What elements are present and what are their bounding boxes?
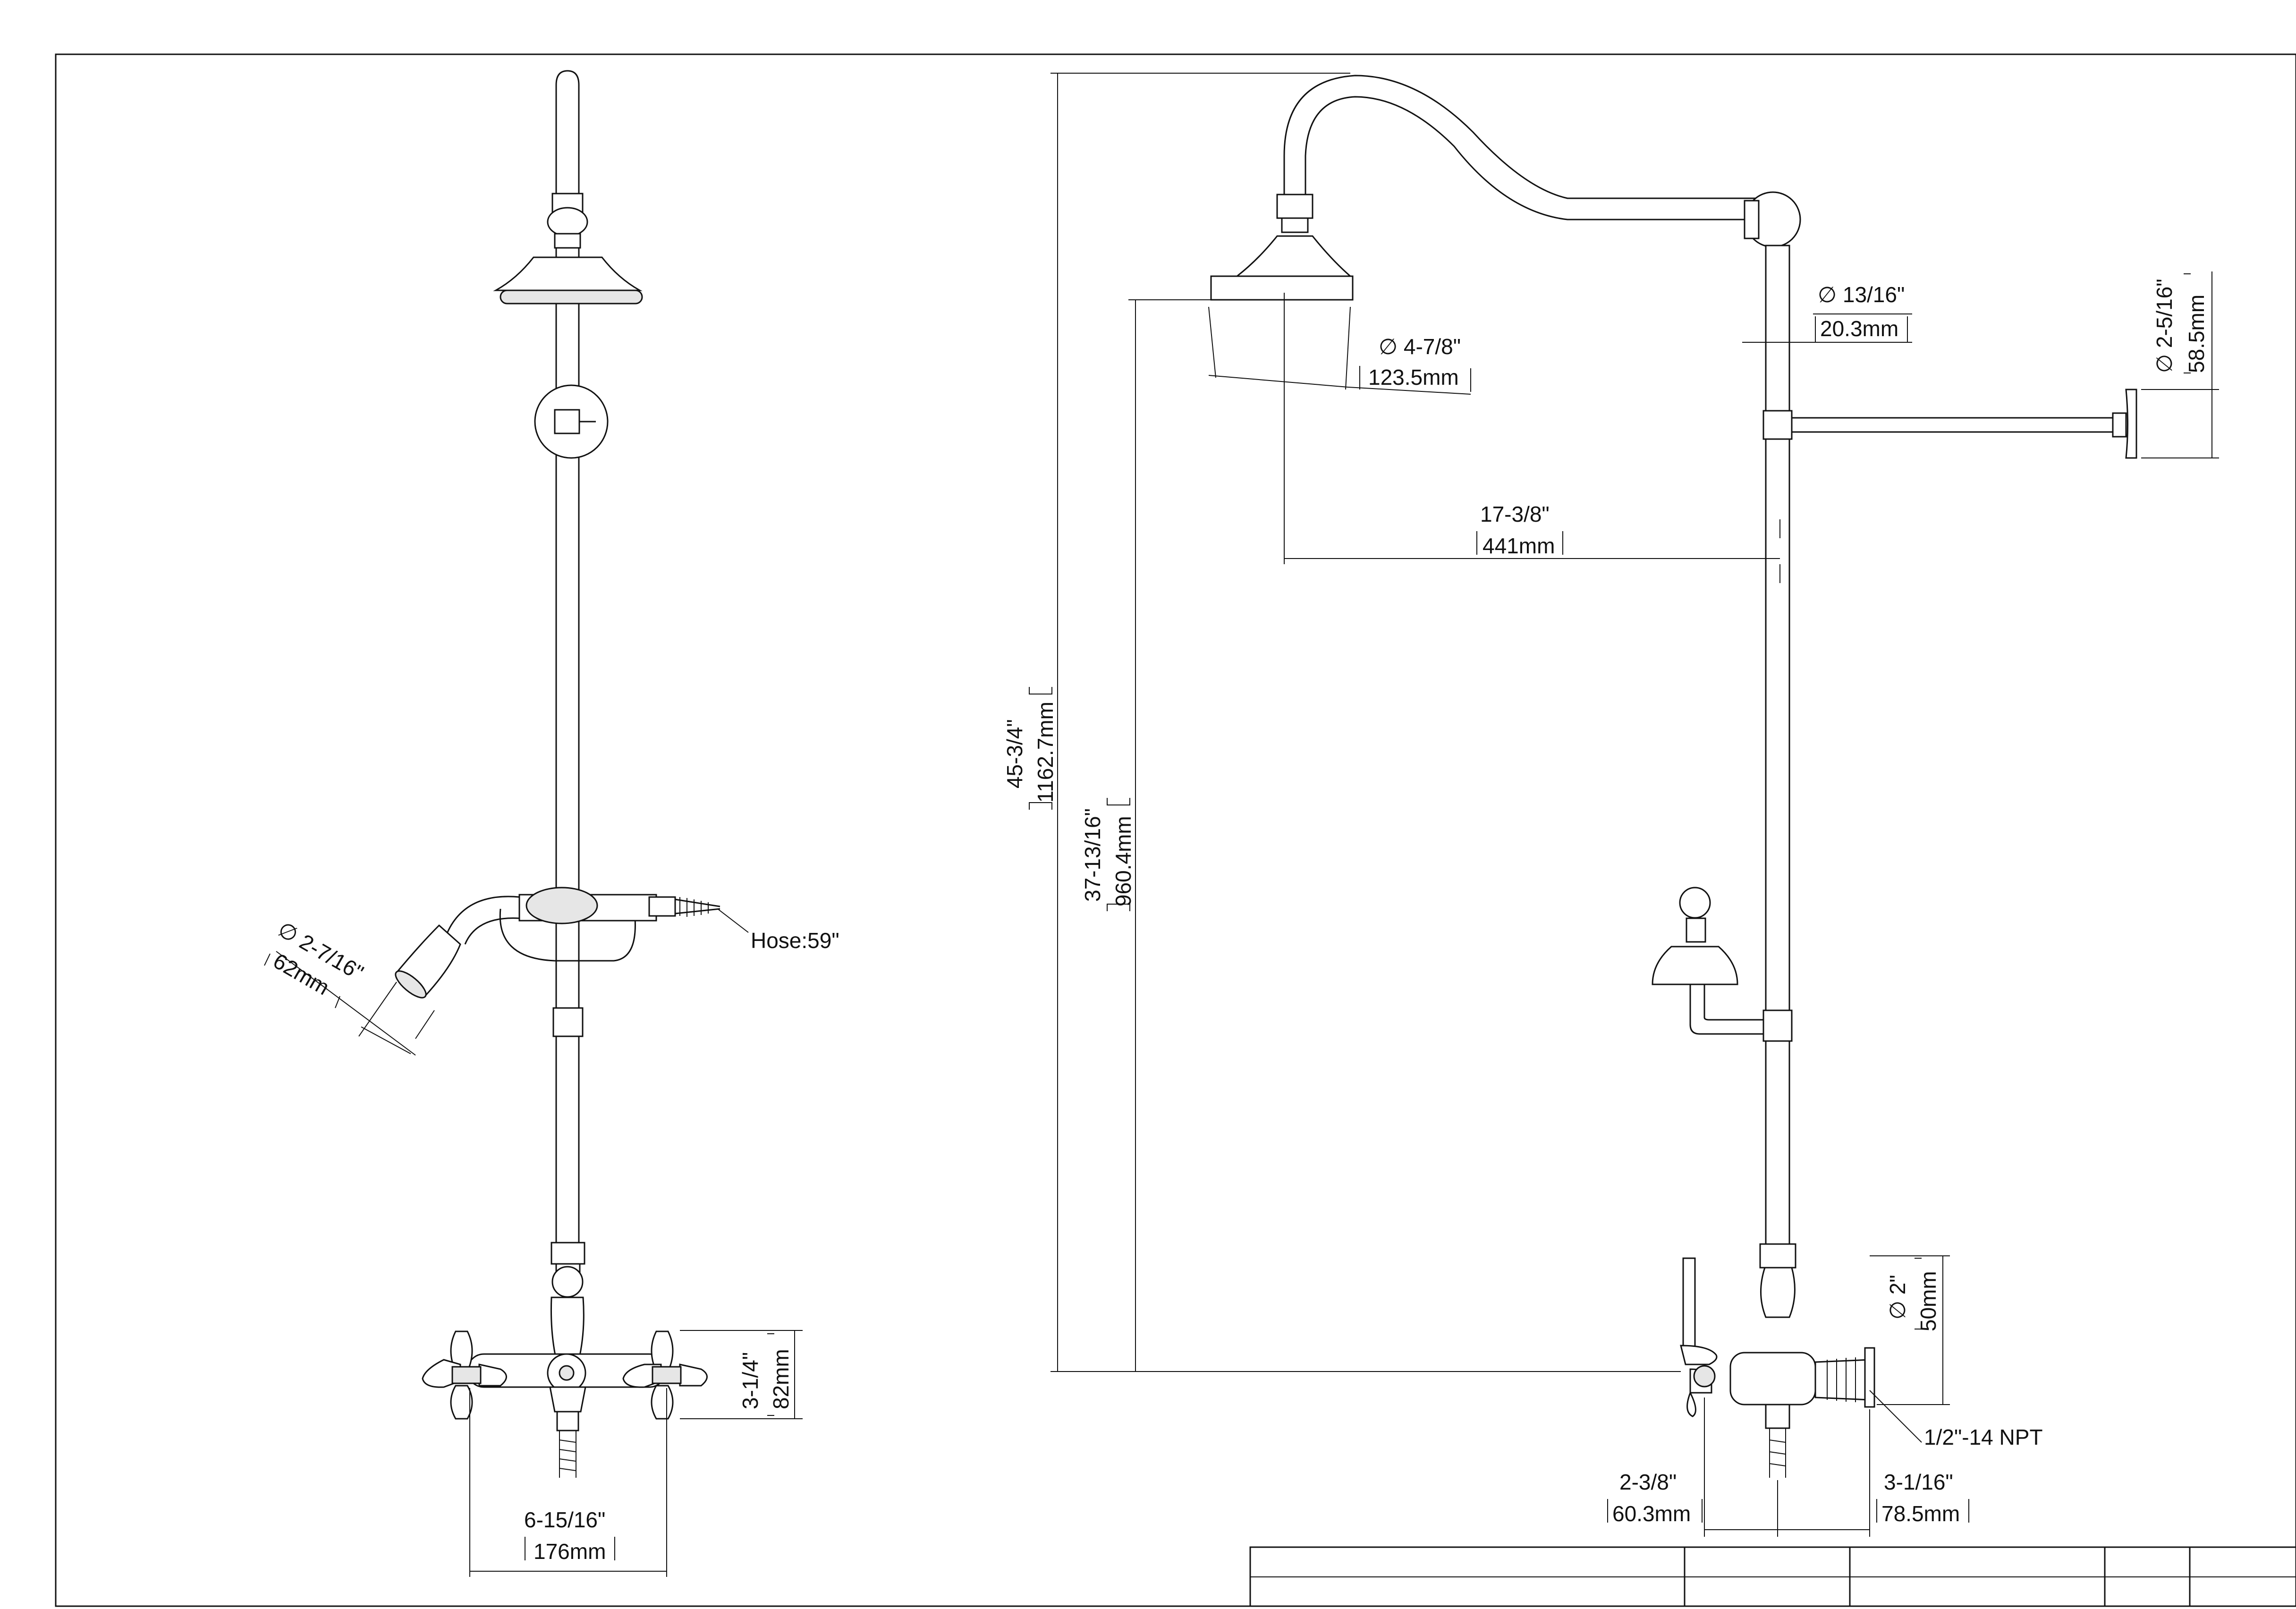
wall-flange xyxy=(2125,389,2137,459)
pipe-diameter-metric: 20.3mm xyxy=(1820,316,1898,341)
riser-pipe-side xyxy=(1765,245,1790,1247)
inlet-diameter-label: 2" xyxy=(1885,1275,1910,1295)
svg-text:∅ 2-5/16": ∅ 2-5/16" xyxy=(2152,279,2177,373)
head-height-label: 37-13/16" xyxy=(1080,808,1105,902)
showerhead-side xyxy=(1235,235,1352,277)
svg-text:∅ 13/16": ∅ 13/16" xyxy=(1818,282,1905,307)
projection-a-metric: 60.3mm xyxy=(1612,1501,1691,1526)
pipe-diameter-label: 13/16" xyxy=(1843,282,1905,307)
dimension-pipe-diameter: ∅ 13/16" 20.3mm xyxy=(1742,282,1912,343)
front-view: ∅ 2-7/16" 62mm Hose:59" 3-1/4" 82mm 6-15… xyxy=(264,70,839,1577)
handshower-handle xyxy=(525,887,598,924)
flange-diameter-metric: 58.5mm xyxy=(2184,295,2209,373)
reach-metric: 441mm xyxy=(1483,534,1555,558)
dimension-projection-a: 2-3/8" 60.3mm xyxy=(1607,1397,1778,1537)
wall-support-arm xyxy=(1762,410,1793,440)
showerhead-diameter-label: 4-7/8" xyxy=(1404,334,1461,359)
riser-pipe xyxy=(555,70,580,1247)
dimension-inlet-diameter: ∅ 2" 50mm xyxy=(1870,1255,1950,1405)
projection-b-label: 3-1/16" xyxy=(1884,1470,1953,1494)
connection-label: 1/2"-14 NPT xyxy=(1924,1425,2043,1449)
npt-callout: 1/2"-14 NPT xyxy=(1869,1390,2043,1449)
dimension-overall-height: 45-3/4" 1162.7mm xyxy=(1002,73,1681,1372)
valve-body-side xyxy=(1729,1352,1816,1406)
lever-handle-side[interactable] xyxy=(1680,1257,1718,1417)
hose-callout: Hose:59" xyxy=(717,908,839,953)
reach-label: 17-3/8" xyxy=(1480,502,1550,526)
flange-diameter-label: 2-5/16" xyxy=(2152,279,2177,348)
sheet-border xyxy=(55,53,2296,1607)
title-block xyxy=(1249,1546,2296,1607)
inlet-diameter-metric: 50mm xyxy=(1916,1271,1940,1331)
projection-b-metric: 78.5mm xyxy=(1881,1501,1960,1526)
showerhead-diameter-metric: 123.5mm xyxy=(1368,365,1459,390)
svg-text:∅ 2": ∅ 2" xyxy=(1885,1275,1910,1320)
dimension-flange-diameter: ∅ 2-5/16" 58.5mm xyxy=(2141,271,2219,458)
gooseneck-arm xyxy=(1283,75,1756,199)
centers-metric: 176mm xyxy=(534,1539,606,1564)
dimension-projection-b: 3-1/16" 78.5mm xyxy=(1778,1409,1969,1537)
overall-height-label: 45-3/4" xyxy=(1002,719,1027,788)
dimension-valve-height: 3-1/4" 82mm xyxy=(680,1330,803,1419)
valve-height-label: 3-1/4" xyxy=(738,1352,763,1409)
dimension-showerhead-diameter: ∅ 4-7/8" 123.5mm xyxy=(1208,306,1471,395)
cross-handle-right[interactable] xyxy=(622,1330,708,1420)
showerhead xyxy=(493,256,643,291)
head-height-metric: 960.4mm xyxy=(1111,816,1135,906)
slide-bar-slider xyxy=(552,1007,584,1037)
hose-label: Hose:59" xyxy=(751,928,839,953)
handshower-holder-side xyxy=(1652,887,1793,1042)
svg-text:∅ 4-7/8": ∅ 4-7/8" xyxy=(1379,334,1461,359)
dimension-reach: 17-3/8" 441mm xyxy=(1284,293,1780,564)
side-view: 45-3/4" 1162.7mm 37-13/16" 960.4mm ∅ 4-7… xyxy=(1002,73,2219,1537)
centers-label: 6-15/16" xyxy=(524,1507,605,1532)
overall-height-metric: 1162.7mm xyxy=(1033,702,1058,803)
dimension-centers: 6-15/16" 176mm xyxy=(469,1388,667,1577)
cross-handle-left[interactable] xyxy=(422,1330,507,1420)
dimension-head-height: 37-13/16" 960.4mm xyxy=(1080,299,1228,1372)
projection-a-label: 2-3/8" xyxy=(1619,1470,1677,1494)
valve-height-metric: 82mm xyxy=(769,1349,793,1409)
